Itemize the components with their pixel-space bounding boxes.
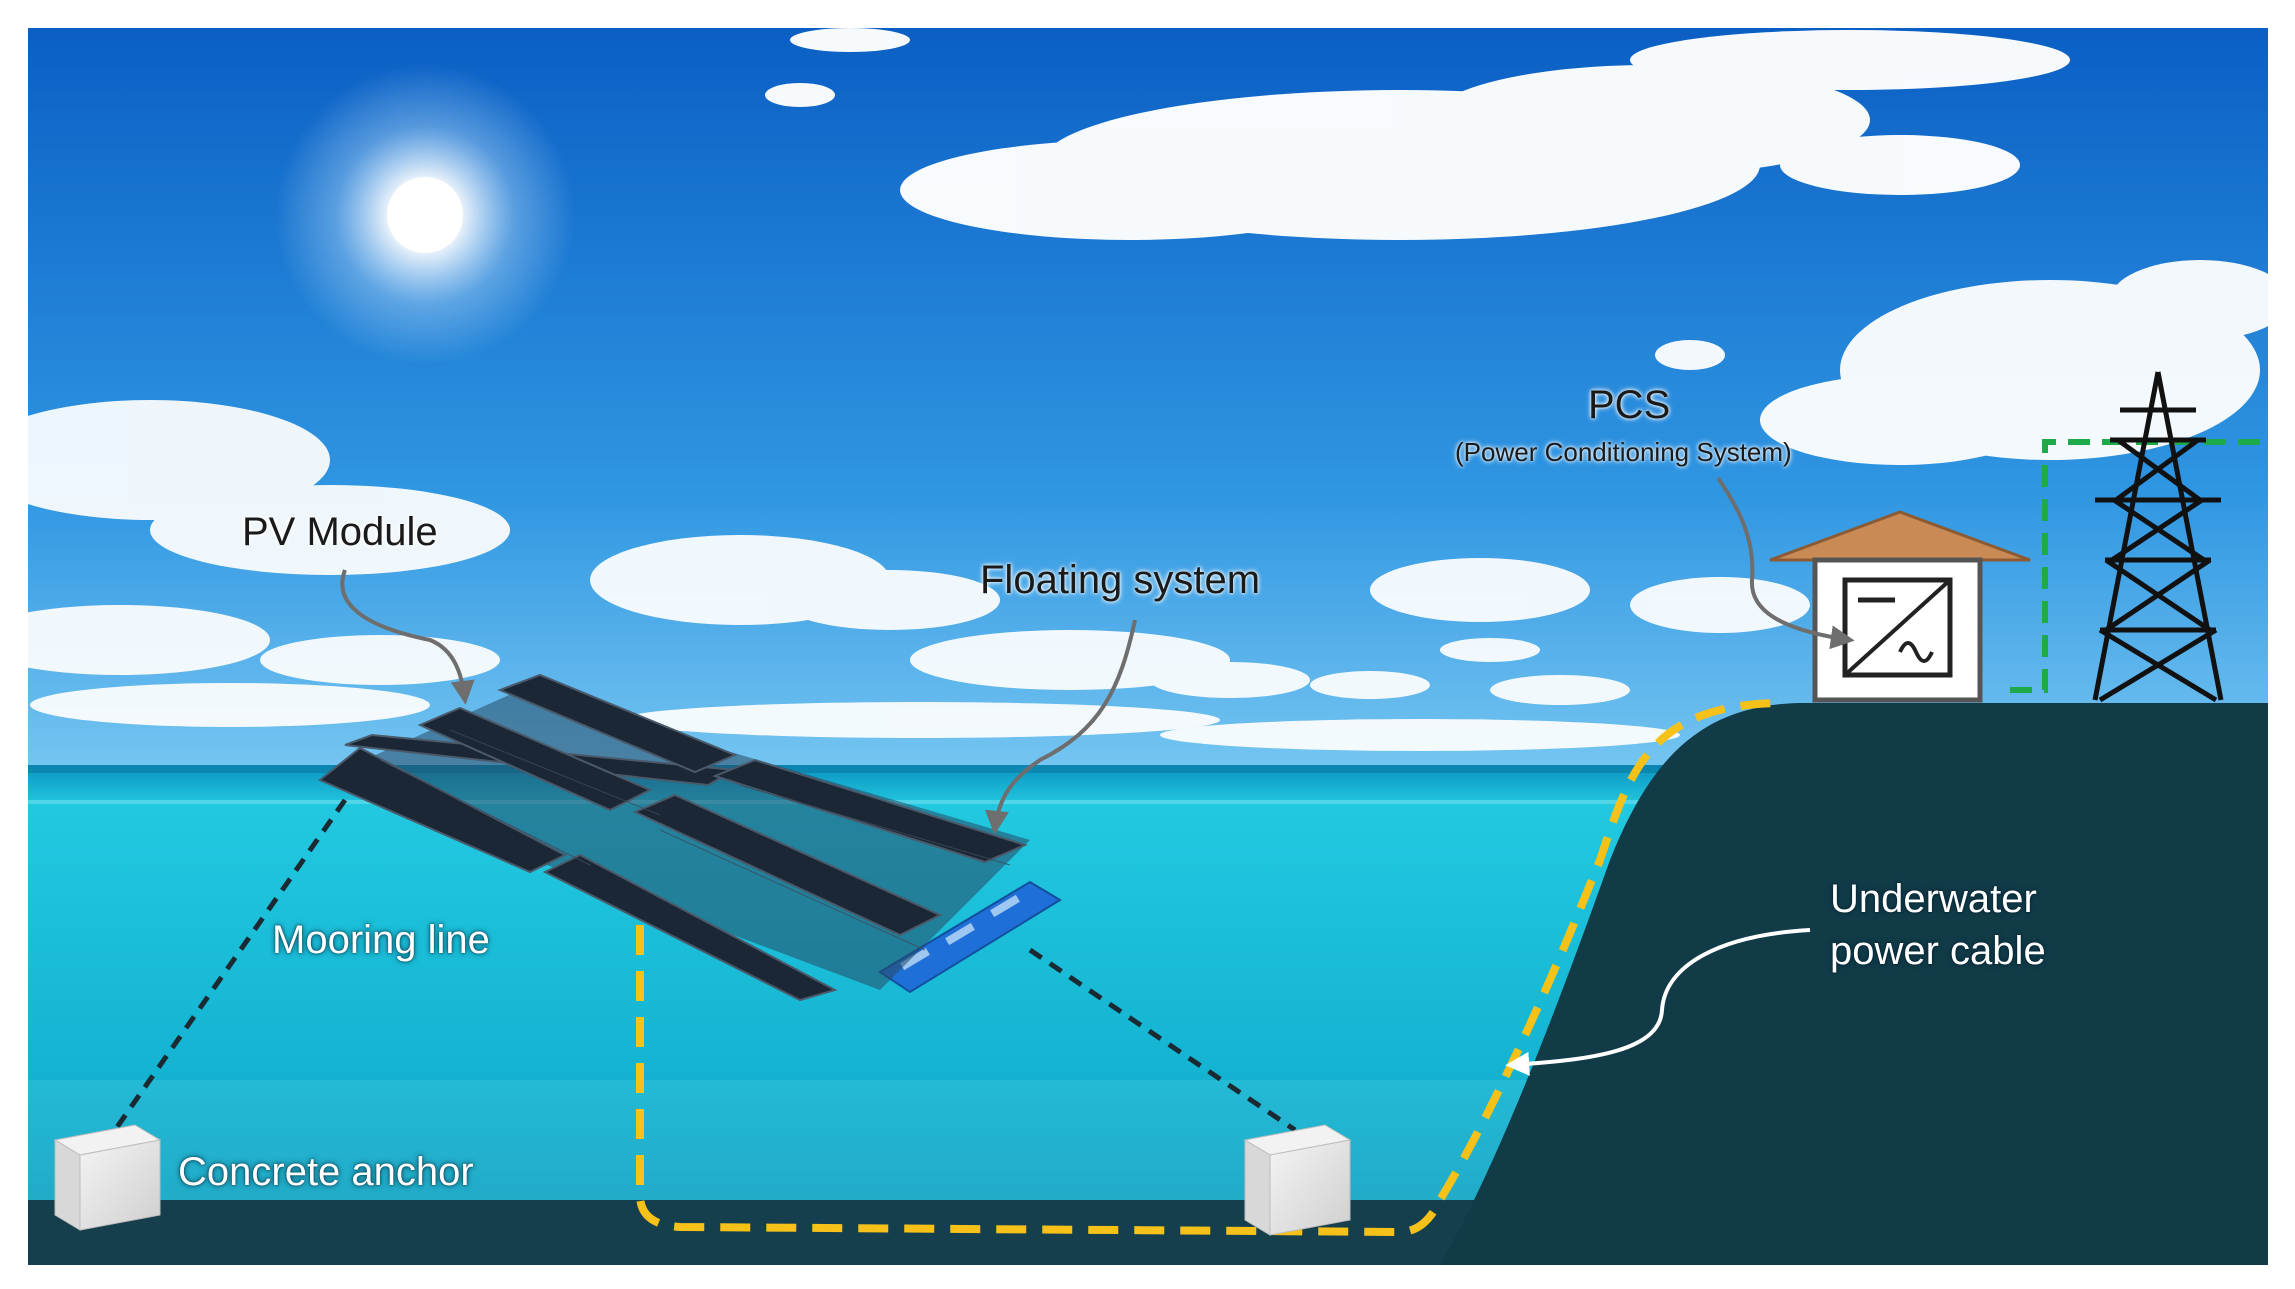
cable-pointer: [1505, 928, 1811, 1076]
pv-module: [497, 673, 738, 774]
pcs-pointer: [1716, 476, 1855, 650]
clouds: [0, 28, 2290, 751]
mooring-line-label: Mooring line: [272, 918, 490, 962]
land-hill: [1440, 703, 2268, 1265]
pcs-house: [1769, 510, 2031, 703]
pv-module-label: PV Module: [242, 510, 438, 554]
floating-system-pointer: [984, 619, 1137, 835]
mooring-lines: [112, 798, 1297, 1133]
pv-module: [542, 853, 838, 1002]
inverter-icon: [1842, 577, 1953, 678]
concrete-anchor-icon: [53, 1124, 162, 1231]
pv-module: [632, 793, 943, 937]
underwater-cable-label-line2: power cable: [1830, 929, 2046, 973]
pcs-full-label: (Power Conditioning System): [1455, 437, 1792, 467]
pv-module-pointer: [340, 569, 475, 705]
underwater-power-cable: [636, 699, 1781, 1237]
sun-icon: [275, 65, 575, 365]
pv-array: [318, 673, 1062, 1002]
underwater-cable-label-line1: Underwater: [1830, 877, 2037, 921]
pv-module: [417, 706, 653, 812]
pcs-label: PCS: [1588, 383, 1671, 427]
concrete-anchor-label: Concrete anchor: [178, 1150, 474, 1194]
pv-module: [318, 746, 568, 874]
pv-module: [712, 758, 1028, 864]
transmission-tower-icon: [2092, 371, 2224, 703]
concrete-anchor-icon: [1243, 1124, 1352, 1236]
floating-system-label: Floating system: [980, 558, 1261, 602]
